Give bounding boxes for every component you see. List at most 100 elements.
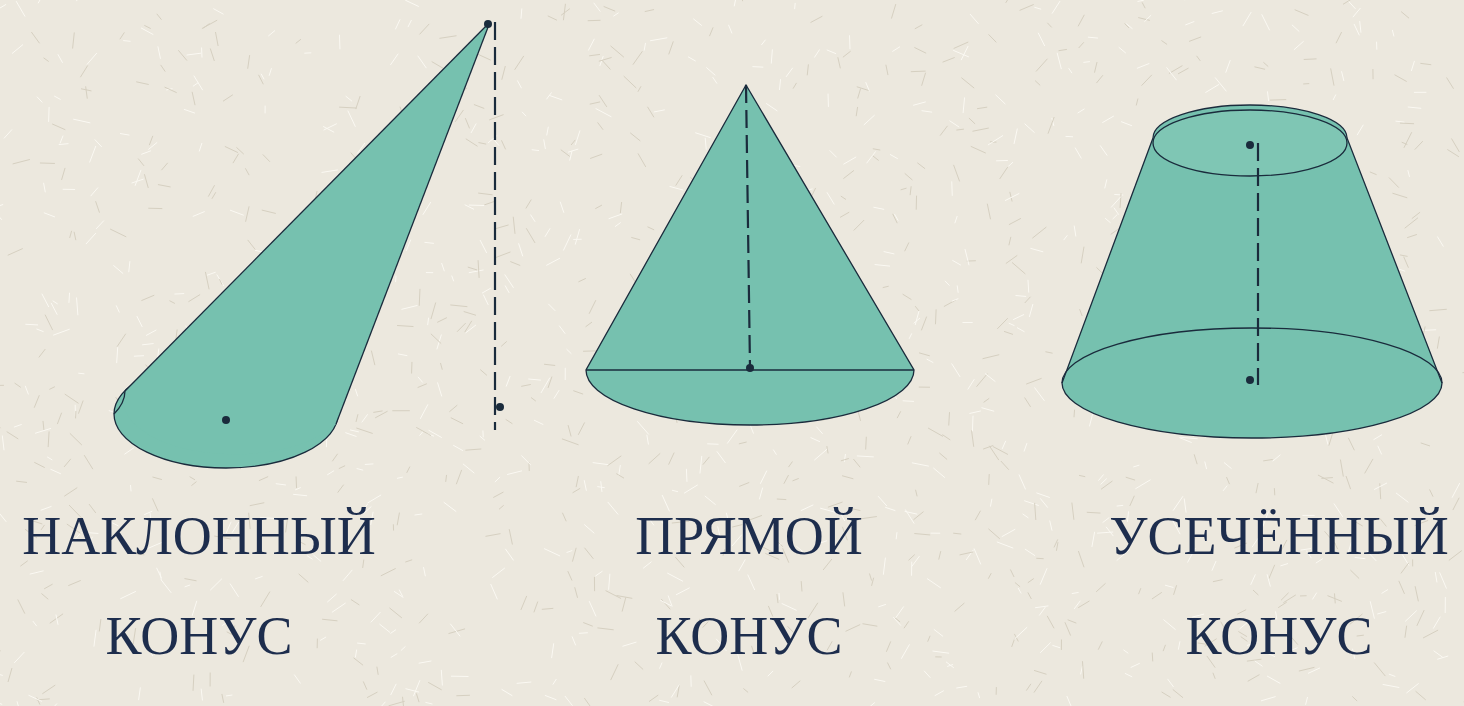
texture-stroke bbox=[1435, 572, 1437, 582]
texture-stroke bbox=[878, 604, 886, 607]
texture-stroke bbox=[124, 448, 133, 455]
texture-stroke bbox=[707, 443, 718, 444]
texture-stroke bbox=[1034, 7, 1041, 9]
texture-stroke bbox=[1066, 136, 1074, 137]
texture-stroke bbox=[418, 377, 423, 383]
texture-stroke bbox=[1392, 30, 1394, 37]
texture-stroke bbox=[1036, 558, 1043, 559]
texture-stroke bbox=[1437, 337, 1439, 349]
texture-stroke bbox=[1412, 212, 1420, 218]
texture-stroke bbox=[583, 350, 596, 351]
texture-stroke bbox=[912, 556, 920, 567]
texture-stroke bbox=[495, 252, 511, 258]
texture-stroke bbox=[78, 401, 83, 414]
texture-stroke bbox=[969, 411, 980, 414]
texture-stroke bbox=[144, 174, 148, 188]
texture-stroke bbox=[120, 32, 125, 39]
texture-stroke bbox=[1125, 23, 1129, 27]
texture-stroke bbox=[77, 297, 78, 315]
texture-stroke bbox=[185, 585, 191, 587]
texture-stroke bbox=[578, 422, 584, 434]
texture-stroke bbox=[520, 8, 522, 18]
texture-stroke bbox=[44, 58, 49, 62]
texture-stroke bbox=[1400, 255, 1408, 256]
texture-stroke bbox=[0, 700, 2, 704]
texture-stroke bbox=[709, 27, 713, 36]
texture-stroke bbox=[963, 97, 965, 113]
texture-stroke bbox=[1445, 597, 1446, 613]
texture-stroke bbox=[441, 670, 442, 686]
truncated-cone bbox=[1062, 105, 1442, 438]
texture-stroke bbox=[1100, 145, 1107, 155]
texture-stroke bbox=[894, 214, 898, 221]
texture-stroke bbox=[858, 88, 861, 98]
texture-stroke bbox=[1374, 483, 1387, 490]
texture-stroke bbox=[609, 214, 623, 219]
texture-stroke bbox=[1126, 477, 1135, 480]
texture-stroke bbox=[1292, 25, 1299, 32]
texture-stroke bbox=[354, 658, 364, 665]
texture-stroke bbox=[408, 20, 412, 27]
texture-stroke bbox=[269, 68, 271, 76]
texture-stroke bbox=[1212, 11, 1223, 14]
texture-stroke bbox=[589, 601, 596, 616]
texture-stroke bbox=[916, 196, 917, 210]
texture-stroke bbox=[1372, 69, 1373, 79]
texture-stroke bbox=[584, 480, 586, 491]
texture-stroke bbox=[960, 552, 973, 555]
texture-stroke bbox=[44, 183, 46, 193]
texture-stroke bbox=[944, 300, 956, 307]
texture-stroke bbox=[1152, 592, 1162, 599]
texture-stroke bbox=[484, 201, 495, 205]
texture-stroke bbox=[42, 421, 44, 430]
texture-stroke bbox=[489, 115, 503, 120]
texture-stroke bbox=[1024, 443, 1027, 451]
texture-stroke bbox=[983, 445, 993, 449]
texture-stroke bbox=[909, 555, 915, 561]
texture-stroke bbox=[1024, 501, 1039, 506]
texture-stroke bbox=[521, 456, 530, 465]
texture-stroke bbox=[1174, 585, 1177, 595]
texture-stroke bbox=[954, 165, 960, 182]
texture-stroke bbox=[1032, 227, 1046, 238]
texture-stroke bbox=[1395, 75, 1407, 82]
texture-stroke bbox=[157, 14, 162, 20]
texture-stroke bbox=[70, 433, 82, 445]
texture-stroke bbox=[842, 476, 853, 479]
texture-stroke bbox=[210, 673, 211, 687]
texture-stroke bbox=[896, 532, 898, 539]
texture-stroke bbox=[565, 368, 566, 380]
texture-stroke bbox=[261, 592, 270, 607]
texture-stroke bbox=[644, 43, 645, 51]
texture-stroke bbox=[1034, 681, 1042, 693]
texture-stroke bbox=[660, 600, 671, 606]
texture-stroke bbox=[911, 71, 926, 73]
texture-stroke bbox=[57, 413, 61, 424]
texture-stroke bbox=[139, 687, 141, 700]
texture-stroke bbox=[1075, 148, 1081, 159]
texture-stroke bbox=[927, 359, 934, 363]
texture-stroke bbox=[496, 225, 509, 229]
texture-stroke bbox=[16, 1, 25, 16]
texture-stroke bbox=[296, 476, 297, 487]
texture-stroke bbox=[1015, 583, 1020, 587]
texture-stroke bbox=[1102, 116, 1114, 123]
texture-stroke bbox=[39, 349, 46, 357]
texture-stroke bbox=[1433, 617, 1440, 629]
texture-stroke bbox=[784, 475, 789, 484]
texture-stroke bbox=[1430, 489, 1434, 496]
texture-stroke bbox=[1213, 580, 1223, 582]
texture-stroke bbox=[16, 481, 27, 482]
texture-stroke bbox=[1197, 56, 1201, 61]
texture-stroke bbox=[528, 379, 541, 380]
texture-stroke bbox=[669, 41, 674, 54]
texture-stroke bbox=[608, 502, 618, 515]
texture-stroke bbox=[426, 272, 433, 273]
texture-stroke bbox=[1002, 529, 1016, 537]
texture-stroke bbox=[590, 102, 600, 104]
texture-stroke bbox=[1453, 498, 1459, 510]
texture-stroke bbox=[1178, 641, 1180, 649]
texture-stroke bbox=[554, 390, 559, 399]
texture-stroke bbox=[445, 475, 447, 482]
